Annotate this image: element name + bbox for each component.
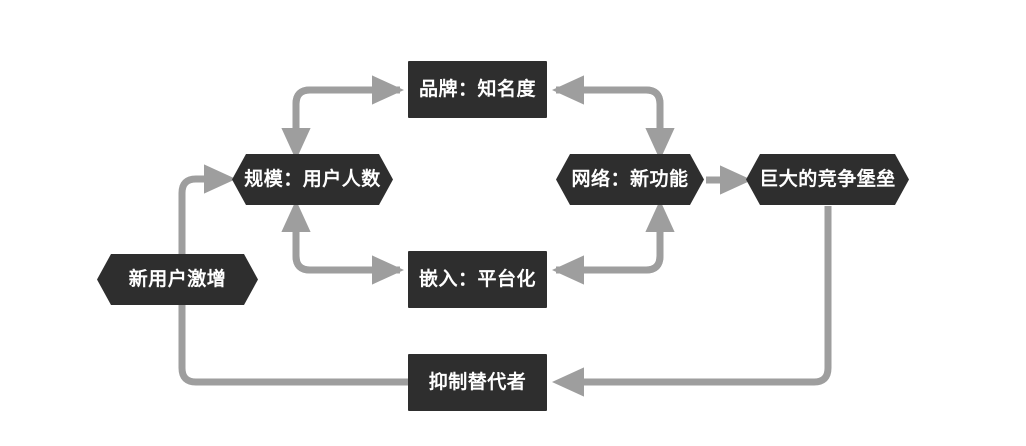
node-brand[interactable]: 品牌：知名度 (408, 61, 547, 118)
edge-embed-to-network (556, 199, 675, 274)
node-suppress[interactable]: 抑制替代者 (408, 354, 547, 411)
node-network[interactable]: 网络：新功能 (556, 154, 704, 205)
node-new-users[interactable]: 新用户激增 (97, 254, 258, 305)
edge-scale-to-embed (292, 214, 405, 285)
edge-scale-to-brand (292, 75, 405, 146)
edge-embed-to-scale (281, 199, 400, 274)
node-embed[interactable]: 嵌入：平台化 (408, 251, 547, 308)
edge-moat-to-suppress (551, 206, 832, 397)
node-brand-label: 品牌：知名度 (418, 79, 536, 100)
edge-brand-to-scale (281, 86, 400, 161)
node-moat[interactable]: 巨大的竞争堡垒 (746, 154, 909, 205)
edge-brand-to-network (556, 86, 675, 161)
edge-network-to-brand (551, 75, 664, 146)
node-scale-label: 规模：用户人数 (244, 169, 381, 190)
node-embed-label: 嵌入：平台化 (418, 269, 536, 290)
edge-network-to-embed (551, 214, 664, 285)
node-new-users-label: 新用户激增 (128, 269, 227, 290)
node-scale[interactable]: 规模：用户人数 (232, 154, 393, 205)
node-suppress-label: 抑制替代者 (428, 372, 527, 393)
node-network-label: 网络：新功能 (571, 169, 689, 190)
node-moat-label: 巨大的竞争堡垒 (759, 169, 896, 190)
